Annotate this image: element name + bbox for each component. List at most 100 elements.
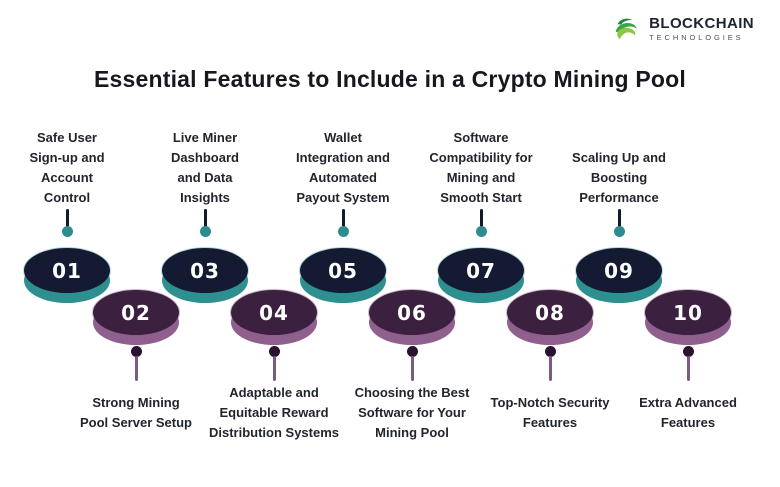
feature-label-line: Strong Mining bbox=[92, 395, 180, 410]
connector-line bbox=[617, 209, 621, 227]
feature-label-line: Dashboard bbox=[171, 150, 239, 165]
logo-name: BLOCKCHAIN bbox=[649, 15, 754, 33]
feature-label-line: Boosting bbox=[590, 170, 648, 185]
feature-label-line: and Data bbox=[177, 170, 233, 185]
connector-dot bbox=[130, 346, 142, 357]
feature-label-line: Automated bbox=[309, 170, 377, 185]
connector-line bbox=[65, 209, 69, 227]
feature-label-line: Sign-up and bbox=[29, 150, 105, 165]
feature-label-line: Mining Pool bbox=[375, 425, 449, 440]
logo-text: BLOCKCHAIN TECHNOLOGIES bbox=[649, 15, 754, 43]
number-disc-04: 04 bbox=[231, 290, 317, 345]
feature-label-line: Smooth Start bbox=[440, 190, 522, 205]
feature-label-line: Choosing the Best bbox=[354, 385, 470, 400]
disc-face: 10 bbox=[645, 290, 731, 335]
disc-face: 06 bbox=[369, 290, 455, 335]
connector-dot bbox=[613, 226, 625, 237]
number-disc-08: 08 bbox=[507, 290, 593, 345]
number-disc-01: 01 bbox=[24, 248, 110, 303]
feature-label-line: Safe User bbox=[37, 130, 97, 145]
connector-line bbox=[410, 356, 414, 381]
feature-label-line: Wallet bbox=[324, 130, 362, 145]
feature-label-line: Software for Your bbox=[358, 405, 466, 420]
connector-dot bbox=[337, 226, 349, 237]
number-disc-10: 10 bbox=[645, 290, 731, 345]
feature-label-line: Features bbox=[522, 415, 578, 430]
disc-face: 09 bbox=[576, 248, 662, 293]
feature-label-line: Mining and bbox=[446, 170, 516, 185]
feature-label-line: Pool Server Setup bbox=[80, 415, 192, 430]
connector-line bbox=[341, 209, 345, 227]
number-disc-06: 06 bbox=[369, 290, 455, 345]
disc-face: 08 bbox=[507, 290, 593, 335]
disc-number: 06 bbox=[397, 300, 427, 325]
feature-label-line: Payout System bbox=[296, 190, 390, 205]
feature-label-line: Performance bbox=[579, 190, 659, 205]
blockchain-technologies-logo-icon bbox=[615, 18, 637, 40]
feature-label-line: Integration and bbox=[296, 150, 390, 165]
feature-label-line: Compatibility for bbox=[429, 150, 533, 165]
disc-face: 02 bbox=[93, 290, 179, 335]
feature-label-line: Insights bbox=[180, 190, 230, 205]
feature-label-line: Account bbox=[41, 170, 93, 185]
feature-label-line: Top-Notch Security bbox=[490, 395, 610, 410]
connector-line bbox=[272, 356, 276, 381]
disc-number: 04 bbox=[259, 300, 289, 325]
feature-label-line: Distribution Systems bbox=[208, 425, 340, 440]
connector-line bbox=[548, 356, 552, 381]
disc-number: 09 bbox=[604, 258, 634, 283]
disc-number: 10 bbox=[673, 300, 703, 325]
feature-label-line: Equitable Reward bbox=[219, 405, 329, 420]
disc-number: 03 bbox=[190, 258, 220, 283]
logo: BLOCKCHAIN TECHNOLOGIES bbox=[611, 14, 754, 44]
connector-line bbox=[134, 356, 138, 381]
disc-number: 07 bbox=[466, 258, 496, 283]
feature-label-line: Extra Advanced bbox=[639, 395, 737, 410]
disc-number: 01 bbox=[52, 258, 82, 283]
number-disc-09: 09 bbox=[576, 248, 662, 303]
connector-dot bbox=[475, 226, 487, 237]
connector-dot bbox=[268, 346, 280, 357]
disc-face: 04 bbox=[231, 290, 317, 335]
connector-dot bbox=[544, 346, 556, 357]
number-disc-03: 03 bbox=[162, 248, 248, 303]
disc-number: 02 bbox=[121, 300, 151, 325]
connector-line bbox=[686, 356, 690, 381]
connector-line bbox=[203, 209, 207, 227]
number-disc-02: 02 bbox=[93, 290, 179, 345]
disc-face: 01 bbox=[24, 248, 110, 293]
connector-dot bbox=[199, 226, 211, 237]
disc-face: 07 bbox=[438, 248, 524, 293]
logo-subtitle: TECHNOLOGIES bbox=[649, 33, 744, 43]
connector-line bbox=[479, 209, 483, 227]
feature-label-line: Adaptable and bbox=[229, 385, 319, 400]
connector-dot bbox=[61, 226, 73, 237]
disc-number: 05 bbox=[328, 258, 358, 283]
feature-label-line: Scaling Up and bbox=[572, 150, 666, 165]
connector-dot bbox=[682, 346, 694, 357]
connector-dot bbox=[406, 346, 418, 357]
number-disc-07: 07 bbox=[438, 248, 524, 303]
disc-face: 03 bbox=[162, 248, 248, 293]
feature-label-line: Live Miner bbox=[172, 130, 238, 145]
number-disc-05: 05 bbox=[300, 248, 386, 303]
